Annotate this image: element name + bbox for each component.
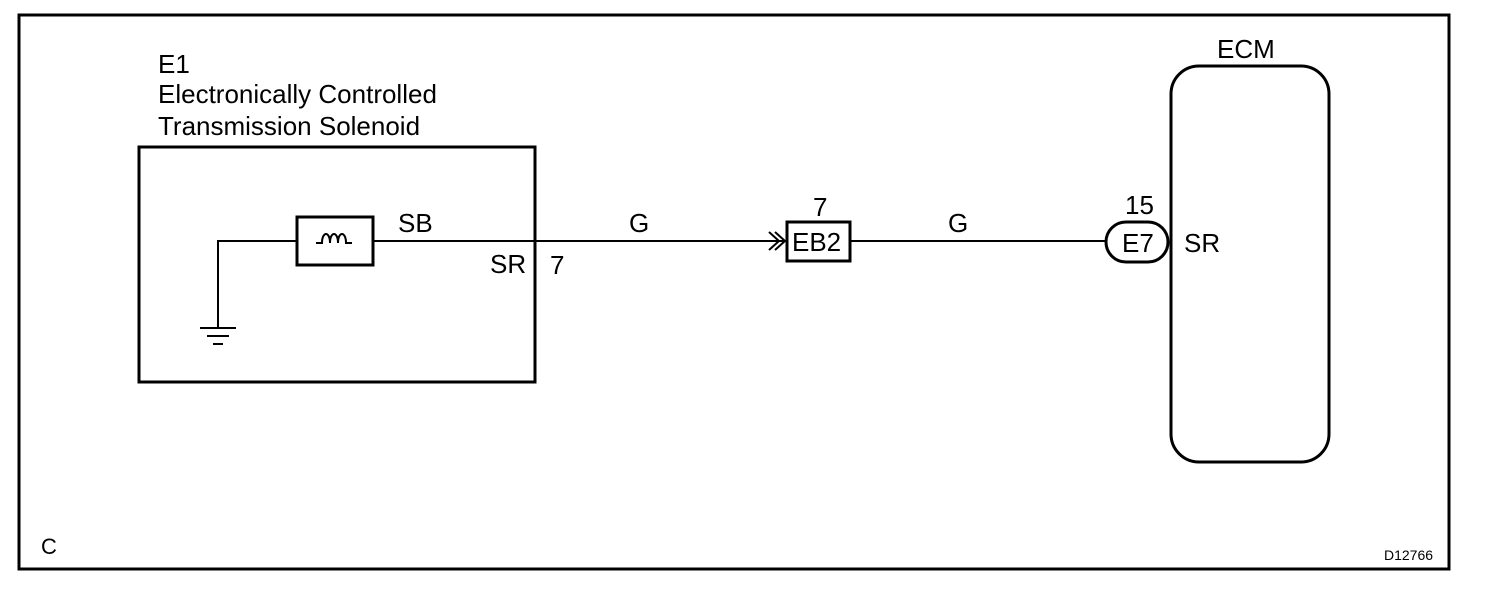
ecm-pin-label: 15 bbox=[1125, 190, 1154, 220]
connector-chevron-icon bbox=[768, 231, 787, 251]
ecm-terminal-label: SR bbox=[1184, 228, 1220, 258]
wire-color-label-2: G bbox=[948, 208, 968, 238]
component-name-line1: Electronically Controlled bbox=[158, 79, 437, 109]
ground-wire bbox=[217, 240, 298, 328]
output-terminal-label: SR bbox=[490, 249, 526, 279]
figure-id: D12766 bbox=[1384, 547, 1433, 563]
solenoid-terminal-label: SB bbox=[398, 208, 433, 238]
ground-icon bbox=[200, 327, 236, 345]
junction-connector-label: EB2 bbox=[792, 227, 841, 257]
component-name-line2: Transmission Solenoid bbox=[158, 111, 420, 141]
ecm-connector-pill bbox=[1104, 220, 1170, 264]
output-pin-label: 7 bbox=[550, 250, 564, 280]
corner-code: C bbox=[41, 534, 57, 559]
junction-pin-label: 7 bbox=[813, 192, 827, 222]
diagram-frame bbox=[17, 13, 1451, 571]
wire-color-label-1: G bbox=[629, 208, 649, 238]
component-box bbox=[137, 145, 537, 384]
ecm-connector-label: E7 bbox=[1122, 228, 1154, 258]
solenoid-box bbox=[295, 215, 375, 267]
coil-icon bbox=[316, 233, 352, 244]
ecm-title: ECM bbox=[1217, 34, 1275, 64]
ecm-box bbox=[1169, 64, 1331, 464]
component-code: E1 bbox=[158, 49, 190, 79]
junction-connector-box bbox=[785, 220, 852, 263]
